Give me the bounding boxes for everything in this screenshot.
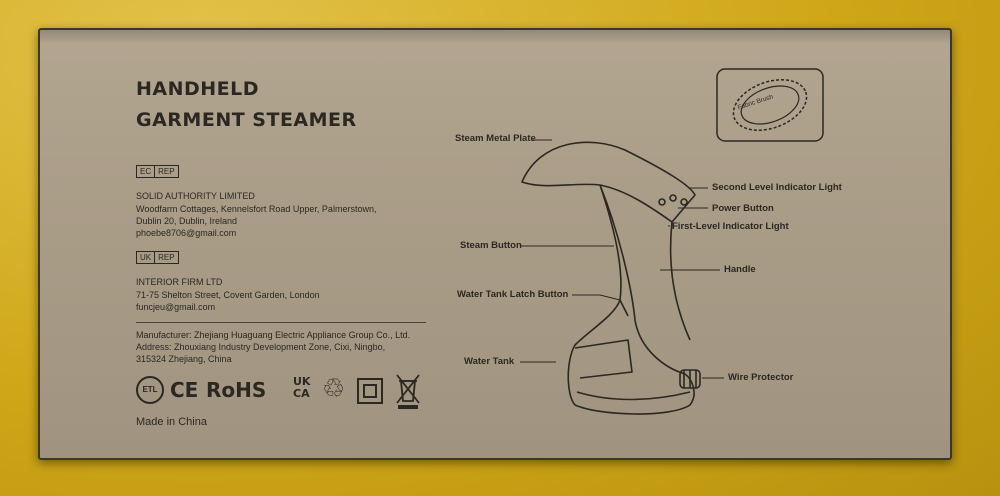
ec-rep-tag: EC REP <box>136 165 179 178</box>
label-first-level-light: First-Level Indicator Light <box>672 221 789 232</box>
rohs-mark: RoHS <box>206 378 267 402</box>
ec-rep-company: SOLID AUTHORITY LIMITED <box>136 191 255 201</box>
label-steam-button: Steam Button <box>460 240 522 251</box>
label-water-tank-latch: Water Tank Latch Button <box>457 289 569 300</box>
uk-rep-tag: UK REP <box>136 251 179 264</box>
section-divider <box>136 322 426 323</box>
rep-tag: REP <box>155 165 179 178</box>
etl-mark-icon: ETL <box>136 376 164 404</box>
recycle-icon: ♲ <box>322 374 346 404</box>
title-line2: GARMENT STEAMER <box>136 109 357 131</box>
made-in-label: Made in China <box>136 416 207 428</box>
manufacturer-address2: 315324 Zhejiang, China <box>136 354 232 364</box>
double-insulation-icon <box>357 378 383 404</box>
uk-tag: UK <box>136 251 156 264</box>
ukca-mark-top: UK <box>293 375 311 388</box>
manufacturer-address1: Address: Zhouxiang Industry Development … <box>136 342 386 352</box>
label-power-button: Power Button <box>712 203 774 214</box>
product-box <box>38 28 952 460</box>
ukca-mark-bottom: CA <box>293 387 310 400</box>
title-line1: HANDHELD <box>136 78 260 100</box>
ce-mark: CE <box>170 378 199 402</box>
ec-rep-address1: Woodfarm Cottages, Kennelsfort Road Uppe… <box>136 204 377 214</box>
label-second-level-light: Second Level Indicator Light <box>712 182 842 193</box>
ec-tag: EC <box>136 165 156 178</box>
weee-bin-icon <box>396 374 420 409</box>
uk-rep-address: 71-75 Shelton Street, Covent Garden, Lon… <box>136 290 320 300</box>
uk-rep-company: INTERIOR FIRM LTD <box>136 277 223 287</box>
label-handle: Handle <box>724 264 756 275</box>
uk-rep-email: funcjeu@gmail.com <box>136 302 216 312</box>
ec-rep-address2: Dublin 20, Dublin, Ireland <box>136 216 238 226</box>
rep-tag: REP <box>155 251 179 264</box>
fabric-brush-illustration <box>716 68 824 142</box>
manufacturer-name: Manufacturer: Zhejiang Huaguang Electric… <box>136 330 411 340</box>
label-wire-protector: Wire Protector <box>728 372 794 383</box>
label-steam-metal-plate: Steam Metal Plate <box>455 133 536 144</box>
label-water-tank: Water Tank <box>464 356 515 367</box>
box-top-shadow <box>40 30 950 44</box>
ec-rep-email: phoebe8706@gmail.com <box>136 228 237 238</box>
